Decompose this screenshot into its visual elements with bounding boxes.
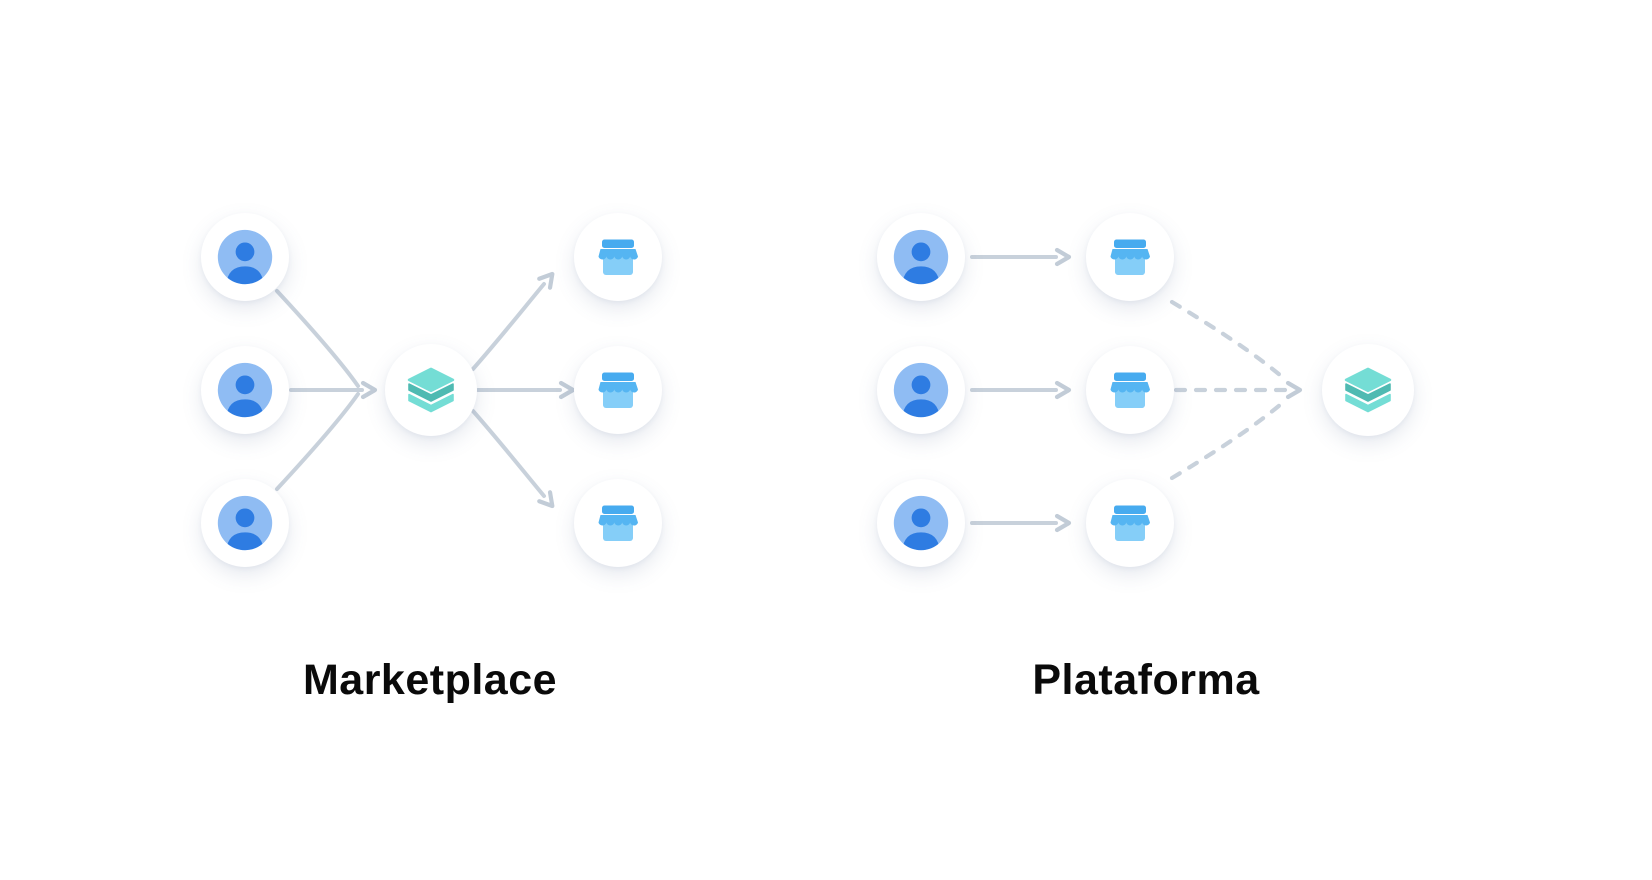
plataforma-store-1 [1086, 213, 1174, 301]
plataforma-label: Plataforma [1032, 656, 1260, 704]
store-roof-bar [1114, 372, 1146, 381]
layers-bottom [408, 393, 454, 413]
marketplace-label: Marketplace [302, 656, 558, 704]
store-awning [1110, 515, 1150, 526]
layers-middle [408, 383, 454, 402]
storefront-icon [598, 372, 638, 408]
user-head [235, 508, 255, 528]
store-roof-bar [1114, 505, 1146, 514]
user-shoulders [902, 532, 940, 551]
marketplace-store-2 [574, 346, 662, 434]
store-roof-bar [602, 239, 634, 248]
user-icon [893, 229, 949, 285]
plataforma-platform-hub [1322, 344, 1414, 436]
layers-middle [1345, 383, 1391, 402]
marketplace-platform-hub [385, 344, 477, 436]
store-awning [1110, 249, 1150, 260]
marketplace-outflow-bottom [471, 409, 555, 509]
store-awning [1110, 382, 1150, 393]
user-head [235, 242, 255, 262]
layers-icon [407, 367, 455, 413]
store-roof-bar [1114, 239, 1146, 248]
marketplace-user-1 [201, 213, 289, 301]
plataforma-dashed-top [1169, 299, 1290, 384]
storefront-icon [1110, 372, 1150, 408]
user-shoulders [226, 266, 264, 285]
user-shoulders [226, 399, 264, 418]
user-head [911, 375, 931, 395]
user-icon [217, 362, 273, 418]
layers-top [1344, 367, 1392, 393]
user-icon [893, 495, 949, 551]
layers-bottom [1345, 393, 1391, 413]
user-shoulders [226, 532, 264, 551]
storefront-icon [1110, 505, 1150, 541]
store-roof-bar [602, 505, 634, 514]
layers-icon [1344, 367, 1392, 413]
user-head [911, 242, 931, 262]
marketplace-store-3 [574, 479, 662, 567]
user-head [911, 508, 931, 528]
user-icon [217, 495, 273, 551]
store-awning [598, 249, 638, 260]
store-roof-bar [602, 372, 634, 381]
store-awning [598, 515, 638, 526]
plataforma-store-3 [1086, 479, 1174, 567]
marketplace-user-2 [201, 346, 289, 434]
marketplace-inflow-bottom [275, 392, 360, 491]
storefront-icon [598, 239, 638, 275]
plataforma-dashed-bottom [1169, 396, 1290, 481]
marketplace-store-1 [574, 213, 662, 301]
storefront-icon [1110, 239, 1150, 275]
storefront-icon [598, 505, 638, 541]
user-icon [893, 362, 949, 418]
marketplace-inflow-top [275, 289, 360, 388]
plataforma-store-2 [1086, 346, 1174, 434]
plataforma-user-3 [877, 479, 965, 567]
marketplace-user-3 [201, 479, 289, 567]
user-head [235, 375, 255, 395]
user-shoulders [902, 399, 940, 418]
user-shoulders [902, 266, 940, 285]
plataforma-user-2 [877, 346, 965, 434]
store-awning [598, 382, 638, 393]
marketplace-outflow-top [471, 271, 555, 371]
user-icon [217, 229, 273, 285]
plataforma-user-1 [877, 213, 965, 301]
layers-top [407, 367, 455, 393]
